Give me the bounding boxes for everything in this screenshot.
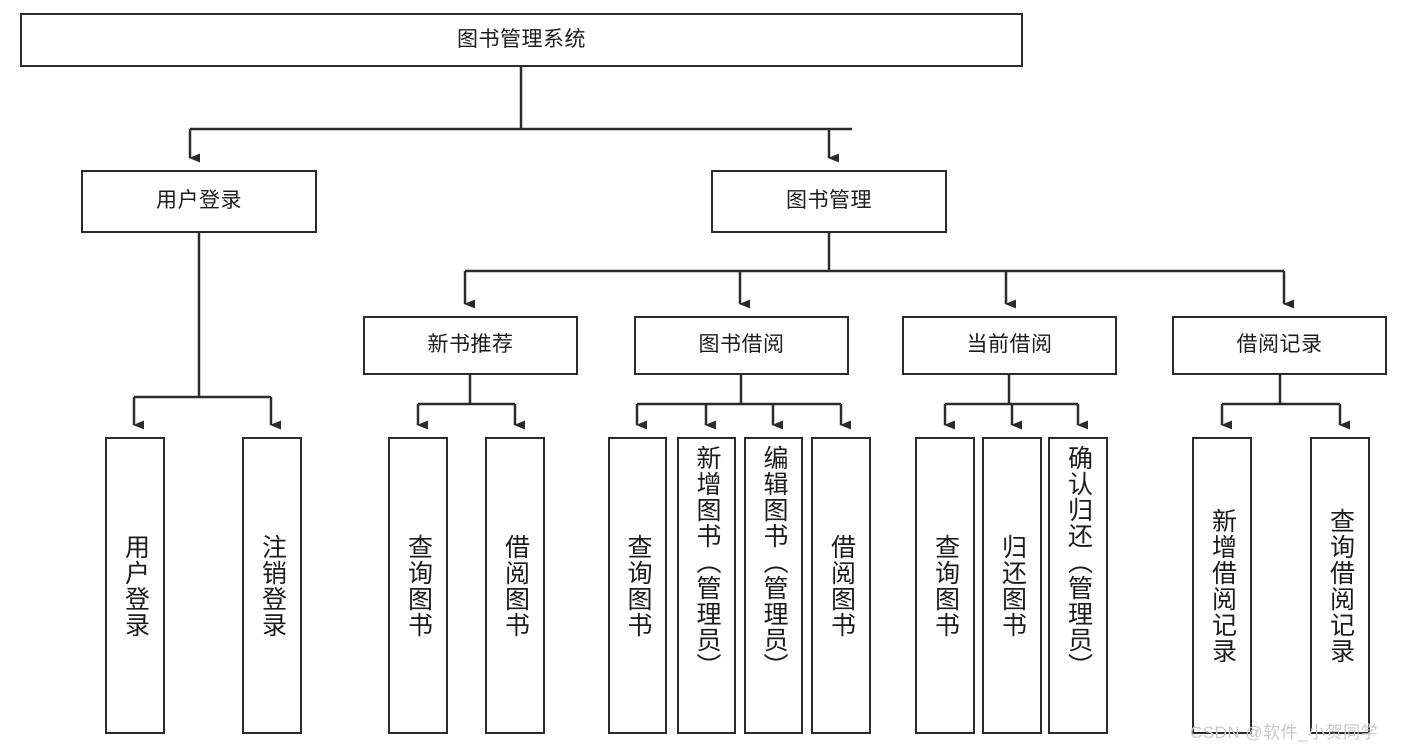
node-borrow-record[interactable]: 借阅记录 [1172, 316, 1387, 375]
node-leaf-query-book-recommend-label: 查询图书 [404, 533, 433, 638]
node-leaf-user-login[interactable]: 用户登录 [105, 437, 165, 734]
node-leaf-return-book[interactable]: 归还图书 [982, 437, 1042, 734]
node-leaf-add-book[interactable]: 新增图书（管理员） [677, 437, 736, 734]
edge-user-login-to-leaves [132, 233, 281, 430]
node-leaf-query-book-borrow-label: 查询图书 [624, 533, 652, 638]
node-user-login-label: 用户登录 [156, 189, 242, 213]
node-leaf-edit-book-label: 编辑图书（管理员） [760, 445, 788, 679]
node-leaf-edit-book[interactable]: 编辑图书（管理员） [744, 437, 803, 734]
node-leaf-confirm-return[interactable]: 确认归还（管理员） [1048, 437, 1108, 734]
node-leaf-query-borrow-record[interactable]: 查询借阅记录 [1310, 437, 1370, 734]
node-current-borrow[interactable]: 当前借阅 [902, 316, 1117, 375]
node-leaf-query-book-current[interactable]: 查询图书 [915, 437, 975, 734]
node-user-login[interactable]: 用户登录 [81, 170, 317, 233]
node-leaf-user-login-label: 用户登录 [121, 533, 150, 638]
node-current-borrow-label: 当前借阅 [966, 333, 1053, 357]
node-leaf-add-borrow-record[interactable]: 新增借阅记录 [1192, 437, 1252, 734]
edge-book-borrow-to-leaves [635, 375, 851, 430]
node-leaf-confirm-return-label: 确认归还（管理员） [1064, 445, 1093, 679]
node-new-book-recommend-label: 新书推荐 [427, 333, 514, 357]
edge-new-book-recommend-to-leaves [416, 375, 525, 430]
edge-book-management-to-level2 [463, 233, 1294, 309]
node-new-book-recommend[interactable]: 新书推荐 [363, 316, 578, 375]
edge-current-borrow-to-leaves [943, 375, 1088, 430]
node-book-management[interactable]: 图书管理 [711, 170, 947, 233]
node-leaf-borrow-book-recommend[interactable]: 借阅图书 [485, 437, 545, 734]
csdn-watermark: CSDN @软件_小贺同学 [1190, 723, 1379, 742]
node-leaf-user-logout-label: 注销登录 [258, 533, 287, 638]
edge-borrow-record-to-leaves [1220, 375, 1350, 430]
node-book-borrow[interactable]: 图书借阅 [634, 316, 849, 375]
node-leaf-return-book-label: 归还图书 [998, 533, 1027, 638]
node-book-borrow-label: 图书借阅 [698, 333, 785, 357]
node-leaf-add-borrow-record-label: 新增借阅记录 [1208, 507, 1237, 664]
node-leaf-query-book-recommend[interactable]: 查询图书 [388, 437, 448, 734]
node-leaf-borrow-book[interactable]: 借阅图书 [811, 437, 871, 734]
node-leaf-query-borrow-record-label: 查询借阅记录 [1326, 507, 1355, 664]
node-borrow-record-label: 借阅记录 [1236, 333, 1323, 357]
edge-root-to-level1 [188, 67, 852, 163]
node-leaf-query-book-current-label: 查询图书 [931, 533, 960, 638]
node-leaf-borrow-book-recommend-label: 借阅图书 [501, 533, 530, 638]
node-root-label: 图书管理系统 [457, 27, 586, 51]
node-book-management-label: 图书管理 [786, 189, 872, 213]
node-root[interactable]: 图书管理系统 [20, 13, 1023, 67]
node-leaf-borrow-book-label: 借阅图书 [827, 533, 856, 638]
node-leaf-add-book-label: 新增图书（管理员） [693, 445, 721, 679]
node-leaf-user-logout[interactable]: 注销登录 [242, 437, 302, 734]
node-leaf-query-book-borrow[interactable]: 查询图书 [608, 437, 667, 734]
